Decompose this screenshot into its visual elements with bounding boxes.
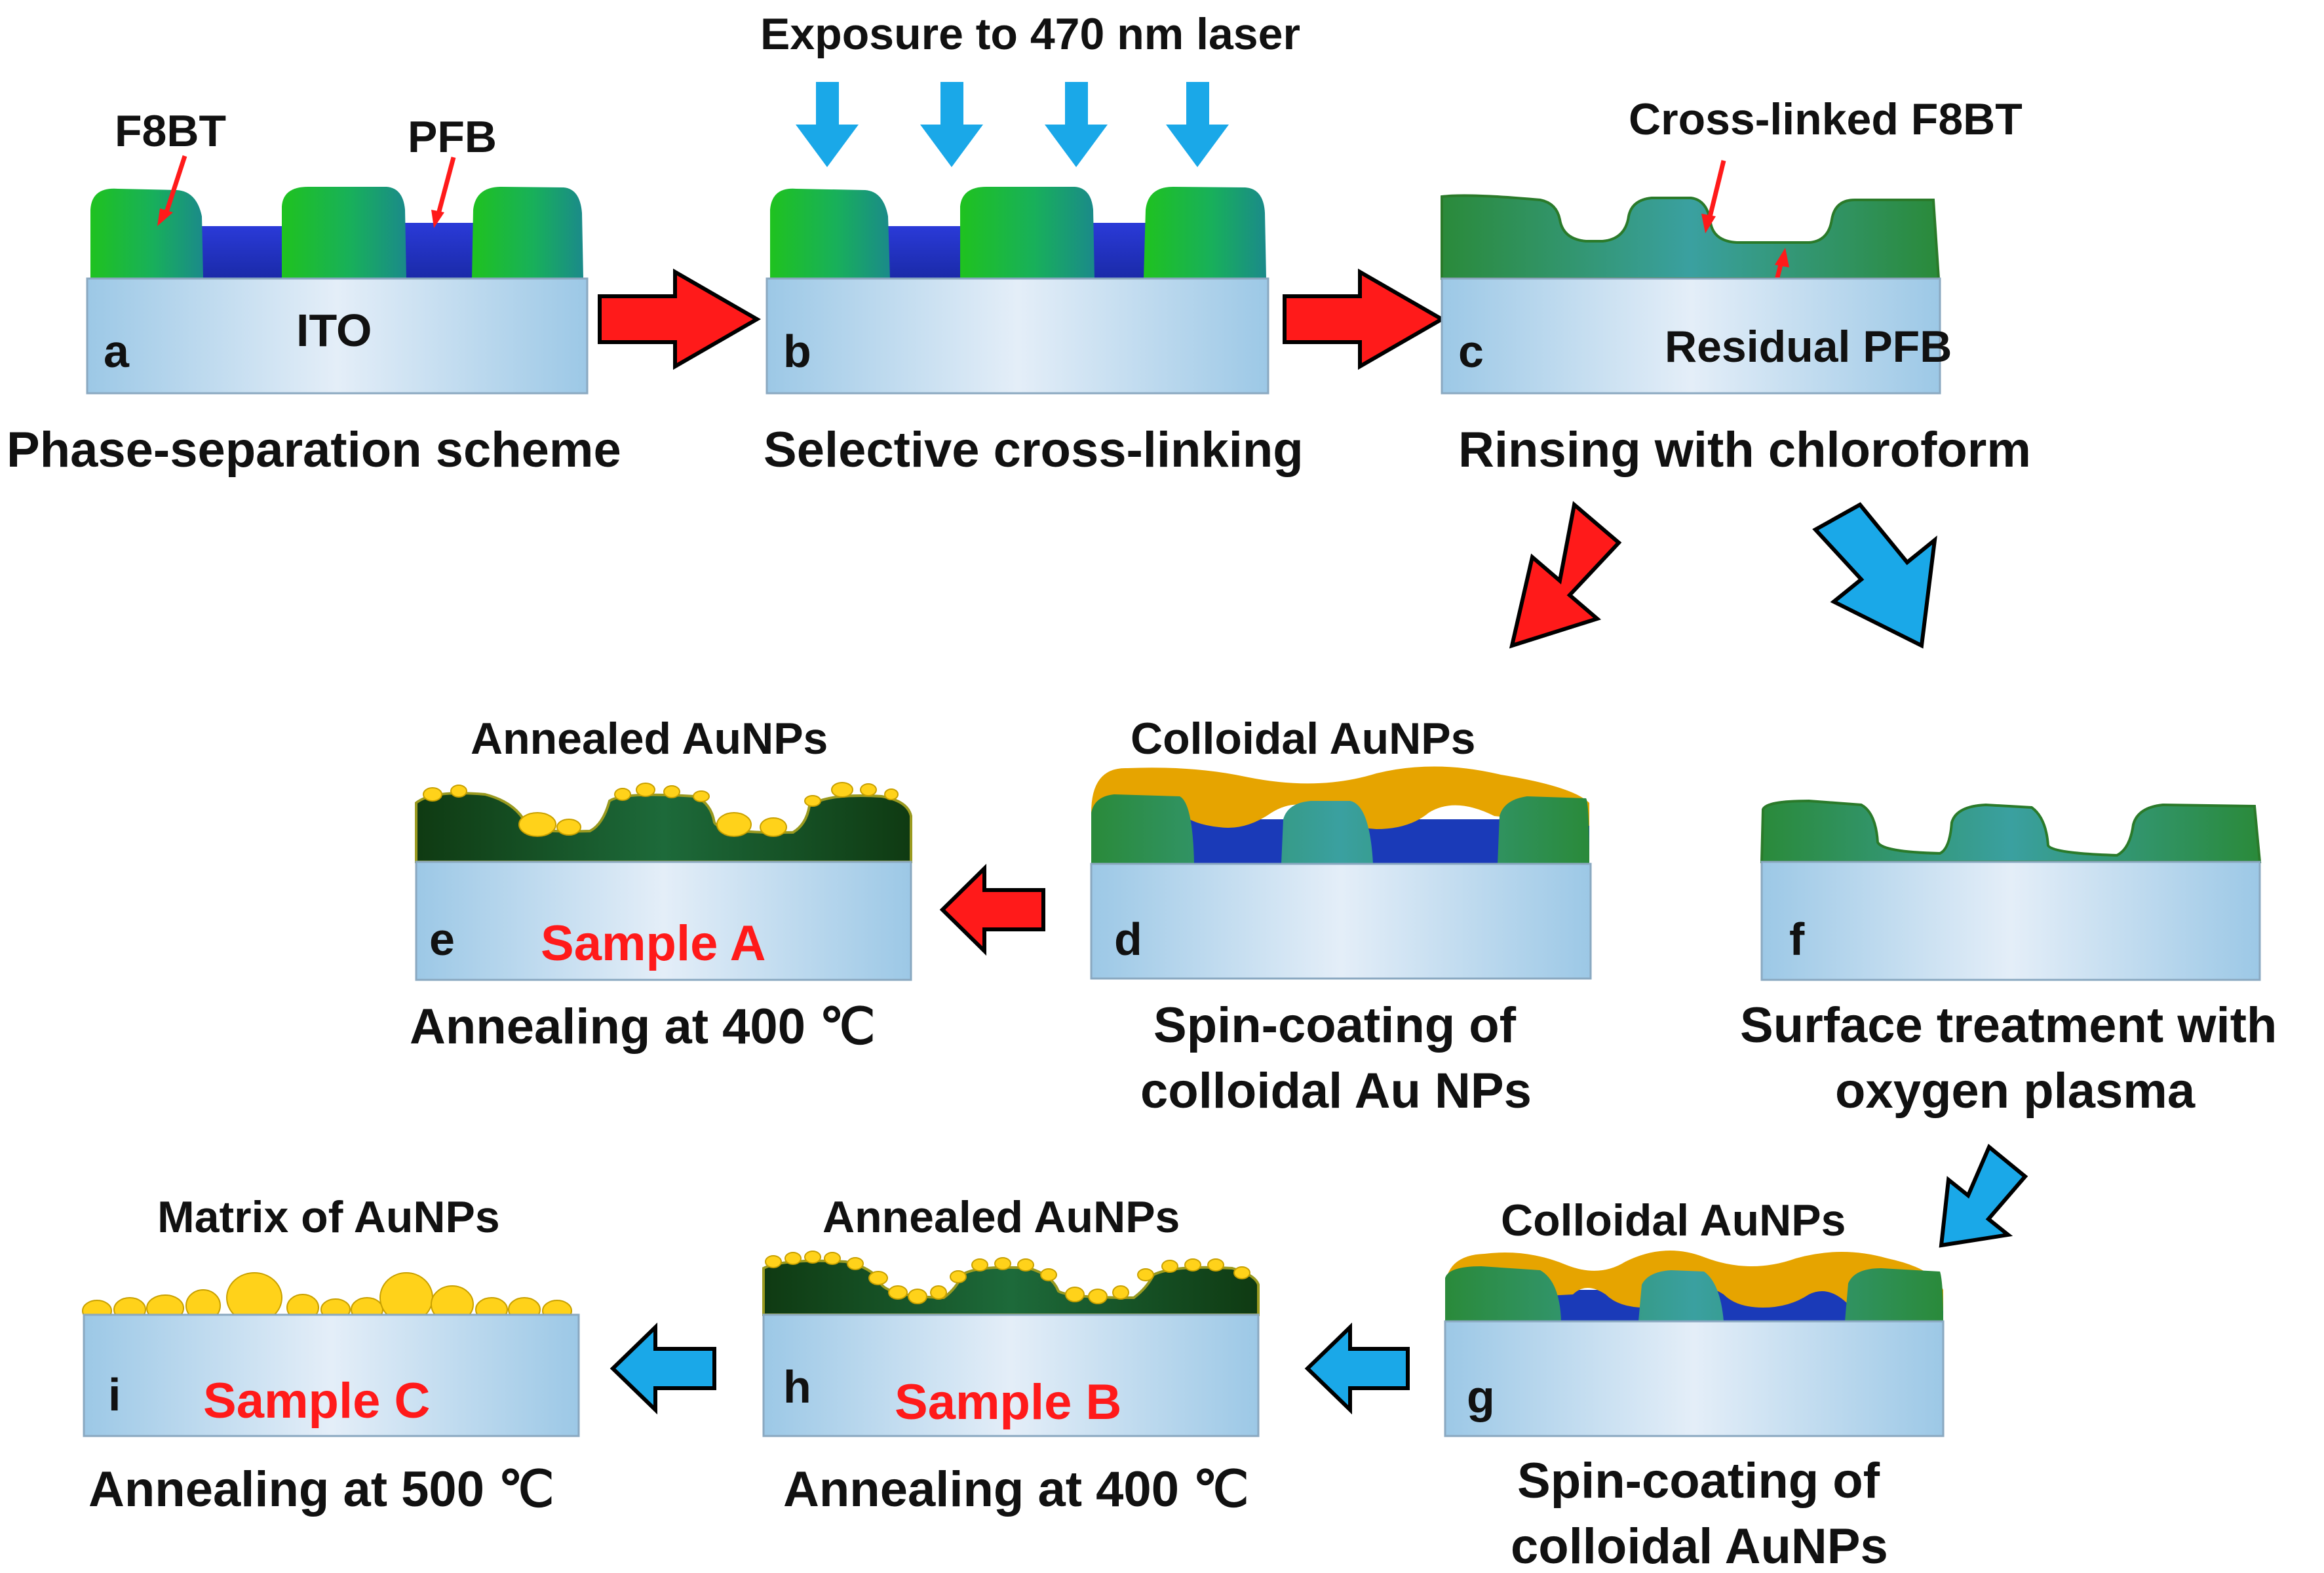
ito-substrate-f [1760, 861, 2261, 981]
panel-g-bumps [1445, 1266, 1943, 1321]
panel-f-film [1760, 799, 2262, 863]
arrow-c-to-f [1812, 502, 1937, 649]
arrow-f-to-g [1939, 1144, 2028, 1248]
annealed-label-h: Annealed AuNPs [823, 1192, 1180, 1242]
panel-h-nanoparticles [765, 1251, 1250, 1304]
residual-pfb-label: Residual PFB [1665, 322, 1952, 372]
caption-i: Annealing at 500 ℃ [88, 1462, 554, 1517]
panel-b-film [770, 187, 1266, 279]
panel-letter-i: i [108, 1369, 121, 1420]
sample-a-label: Sample A [541, 916, 766, 971]
crosslinked-pointer-arrow [1701, 160, 1726, 233]
panel-i: Matrix of AuNPs i Sample C Annealing at … [82, 1192, 580, 1517]
caption-h: Annealing at 400 ℃ [783, 1462, 1249, 1517]
ito-substrate-d [1090, 863, 1592, 980]
panel-a: ITO a F8BT PFB Phase-separation scheme [7, 106, 621, 478]
arrow-g-to-h [1304, 1322, 1410, 1415]
ito-substrate-i [83, 1313, 580, 1437]
panel-letter-d: d [1114, 914, 1142, 965]
ito-substrate-a [86, 277, 589, 395]
caption-f-line1: Surface treatment with [1740, 998, 2277, 1053]
pfb-pointer-arrow [431, 157, 456, 228]
panel-h: Annealed AuNPs h S [762, 1192, 1260, 1517]
panel-g: Colloidal AuNPs g Spin-coating of colloi… [1444, 1195, 1945, 1573]
panel-h-film [762, 1259, 1260, 1316]
caption-b: Selective cross-linking [764, 422, 1304, 478]
caption-a: Phase-separation scheme [7, 422, 621, 478]
panel-letter-g: g [1467, 1371, 1495, 1422]
panel-d: Colloidal AuNPs d Spin-coating of colloi… [1090, 714, 1592, 1119]
caption-c: Rinsing with chloroform [1458, 422, 2031, 478]
sample-c-label: Sample C [203, 1373, 430, 1429]
caption-d-line1: Spin-coating of [1153, 998, 1517, 1053]
panel-e-nanoparticles [423, 782, 899, 837]
panel-d-gold-layer [1091, 766, 1589, 829]
panel-letter-c: c [1458, 326, 1484, 377]
caption-f-line2: oxygen plasma [1835, 1063, 2196, 1119]
panel-letter-f: f [1789, 914, 1805, 965]
panel-d-bumps [1091, 794, 1589, 864]
laser-label: Exposure to 470 nm laser [760, 9, 1300, 59]
arrow-c-to-d [1509, 501, 1622, 649]
ito-label: ITO [296, 305, 372, 356]
ito-substrate-g [1444, 1320, 1945, 1437]
f8bt-pointer-arrow [157, 155, 187, 226]
ito-substrate-h [762, 1313, 1260, 1437]
colloidal-label-d: Colloidal AuNPs [1131, 714, 1475, 764]
pfb-label: PFB [408, 112, 497, 162]
panel-letter-a: a [104, 326, 130, 377]
caption-g-line1: Spin-coating of [1517, 1453, 1880, 1509]
panel-f: f Surface treatment with oxygen plasma [1740, 799, 2277, 1119]
ito-substrate-b [765, 277, 1269, 395]
ito-substrate-c [1441, 277, 1941, 395]
panel-e-film [415, 792, 912, 863]
crosslinked-f8bt-label: Cross-linked F8BT [1629, 94, 2023, 144]
caption-g-line2: colloidal AuNPs [1511, 1519, 1888, 1573]
arrow-d-to-e [939, 863, 1045, 956]
arrow-b-to-c [1283, 268, 1446, 370]
matrix-label-i: Matrix of AuNPs [157, 1192, 500, 1242]
panel-letter-b: b [783, 326, 811, 377]
panel-c: Cross-linked F8BT Residual PFB c Rinsing… [1441, 94, 2031, 478]
f8bt-label: F8BT [115, 106, 226, 156]
laser-arrows [796, 82, 1229, 167]
caption-e: Annealing at 400 ℃ [410, 999, 875, 1055]
ito-substrate-e [415, 861, 912, 981]
annealed-label-e: Annealed AuNPs [471, 714, 828, 764]
panel-e: Annealed AuNPs e Sample A Annealing at 4… [410, 714, 912, 1055]
colloidal-label-g: Colloidal AuNPs [1501, 1195, 1846, 1245]
panel-letter-e: e [429, 914, 455, 965]
panel-b: Exposure to 470 nm laser b Selective cro… [760, 9, 1304, 478]
panel-a-film [90, 187, 583, 279]
caption-d-line2: colloidal Au NPs [1140, 1063, 1532, 1119]
panel-letter-h: h [783, 1361, 811, 1412]
arrow-a-to-b [598, 268, 762, 370]
sample-b-label: Sample B [895, 1374, 1121, 1430]
arrow-h-to-i [610, 1322, 716, 1415]
panel-c-film [1441, 194, 1941, 280]
